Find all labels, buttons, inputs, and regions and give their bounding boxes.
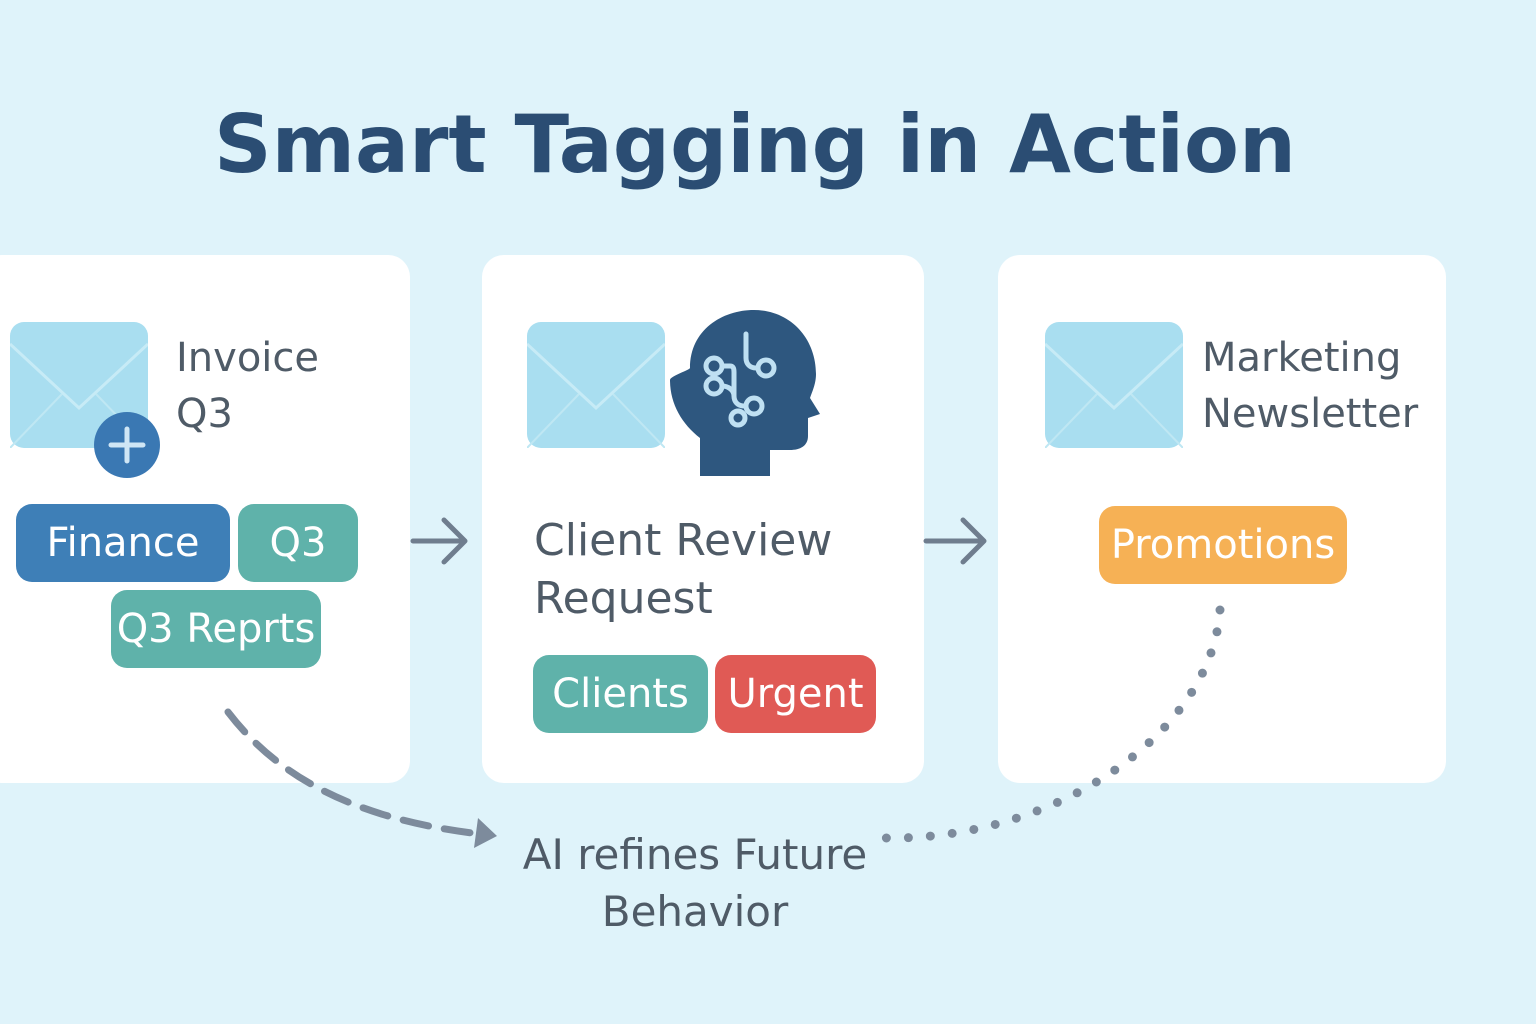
tag-clients[interactable]: Clients	[533, 655, 708, 733]
page-title: Smart Tagging in Action	[214, 98, 1296, 191]
dotted-feedback-curve	[881, 605, 1225, 843]
arrow-right-icon	[923, 517, 987, 565]
tag-finance[interactable]: Finance	[16, 504, 230, 582]
ai-feedback-caption: AI refines Future Behavior	[522, 830, 868, 936]
arrow-right-icon	[410, 517, 468, 565]
email-title-invoice: Invoice Q3	[176, 335, 320, 437]
envelope-icon	[1045, 322, 1183, 448]
ai-brain-icon	[670, 308, 822, 478]
add-icon[interactable]	[93, 411, 161, 479]
tag-urgent[interactable]: Urgent	[715, 655, 876, 733]
email-title-client-review: Client Review Request	[534, 515, 833, 624]
dashed-feedback-arrow	[224, 708, 484, 838]
tag-q3[interactable]: Q3	[238, 504, 358, 582]
dashed-arrow-head	[474, 818, 497, 848]
tag-promotions[interactable]: Promotions	[1099, 506, 1347, 584]
email-title-marketing: Marketing Newsletter	[1202, 335, 1419, 437]
tag-q3-reports[interactable]: Q3 Reprts	[111, 590, 321, 668]
envelope-icon	[527, 322, 665, 448]
